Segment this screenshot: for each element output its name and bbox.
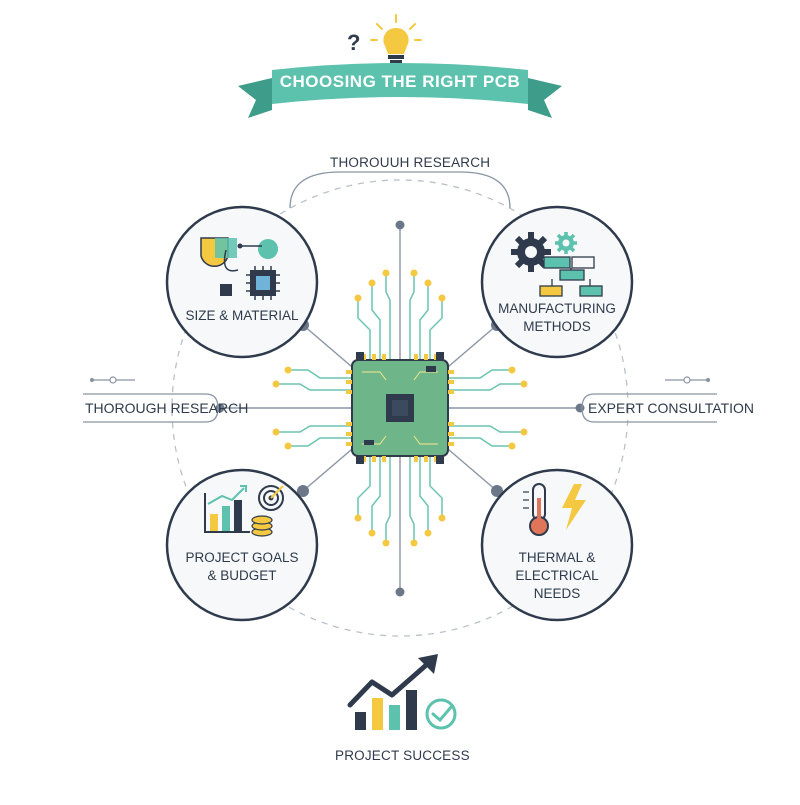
factor-goals-budget-line1: PROJECT GOALS xyxy=(185,550,299,565)
component-chip-icon xyxy=(246,266,280,300)
growth-chart-icon xyxy=(347,654,438,730)
right-pill-outline xyxy=(581,393,717,423)
factor-goals-budget-line2: & BUDGET xyxy=(207,568,277,583)
factor-goals-budget: PROJECT GOALS & BUDGET xyxy=(170,549,314,585)
question-mark-icon: ? xyxy=(347,30,361,55)
chip-icon xyxy=(346,352,454,464)
outcome-label: PROJECT SUCCESS xyxy=(335,748,470,763)
dashed-ring xyxy=(171,179,629,637)
factor-size-material: SIZE & MATERIAL xyxy=(170,307,314,325)
pcb-traces xyxy=(278,275,522,541)
thermometer-icon xyxy=(523,483,549,536)
left-pill-outline xyxy=(83,393,219,423)
top-bracket xyxy=(289,171,511,209)
factor-manufacturing: MANUFACTURING METHODS xyxy=(485,300,629,336)
pcb-trace-pads xyxy=(272,269,528,547)
coins-icon xyxy=(251,515,273,537)
factor-manufacturing-line1: MANUFACTURING xyxy=(498,301,616,316)
right-label: EXPERT CONSULTATION xyxy=(588,400,754,416)
left-label: THOROUGH RESEARCH xyxy=(85,400,249,416)
factor-size-material-line1: SIZE & MATERIAL xyxy=(185,308,299,323)
flowchart-icon xyxy=(539,256,603,297)
checkmark-icon xyxy=(425,698,457,730)
factor-manufacturing-line2: METHODS xyxy=(523,319,591,334)
factor-thermal-electrical-line2: NEEDS xyxy=(533,586,581,601)
target-icon xyxy=(258,485,284,511)
page-title: CHOOSING THE RIGHT PCB xyxy=(279,72,521,91)
bar-chart-icon xyxy=(204,485,250,533)
lightbulb-icon xyxy=(370,14,422,63)
title-ribbon xyxy=(238,63,562,118)
factor-thermal-electrical-line1: THERMAL & ELECTRICAL xyxy=(515,550,599,583)
left-pill-decor xyxy=(89,376,135,384)
lightning-icon xyxy=(562,484,586,530)
right-pill-decor xyxy=(665,376,711,384)
gear-icon xyxy=(511,232,577,272)
factor-thermal-electrical: THERMAL & ELECTRICAL NEEDS xyxy=(477,549,637,603)
top-label: THOROUUH RESEARCH xyxy=(330,155,491,170)
shapes-icon xyxy=(200,237,278,296)
